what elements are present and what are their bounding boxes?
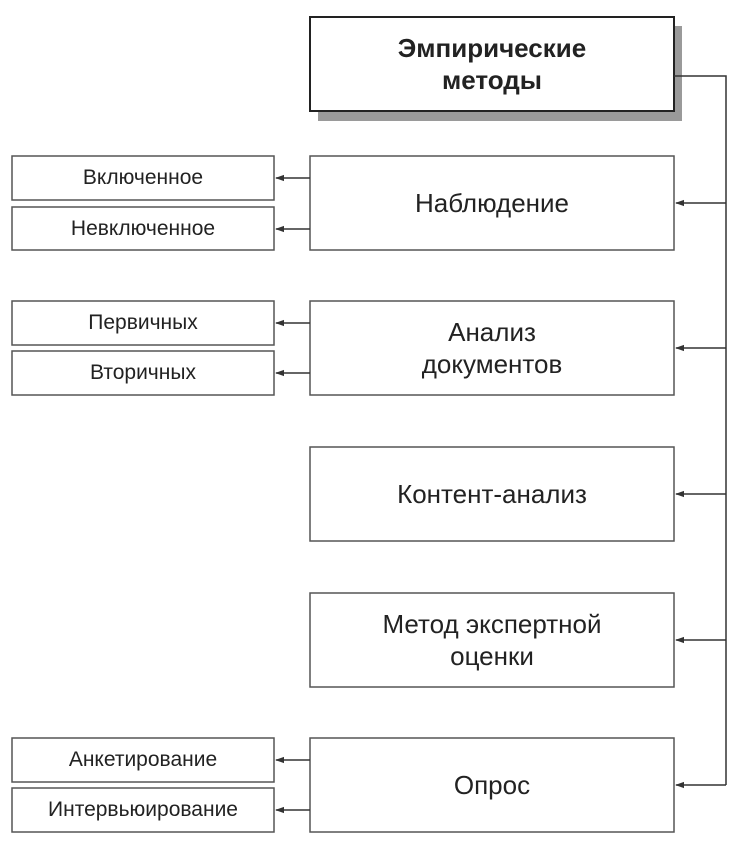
method-label-expert-evaluation: Метод экспертной оценки [382, 609, 602, 671]
sub-label-not-included: Невключенное [70, 216, 216, 240]
method-label-survey: Опрос [453, 770, 531, 800]
sub-label-included: Включенное [82, 166, 204, 189]
sub-label-secondary: Вторичных [90, 361, 196, 384]
sub-label-primary: Первичных [88, 311, 198, 334]
sub-box-interviewing [11, 787, 275, 833]
sub-label-interviewing: Интервьюирование [48, 798, 238, 821]
sub-box-secondary [11, 350, 275, 396]
method-box-content-analysis [309, 446, 675, 542]
method-label-content-analysis: Контент-анализ [397, 479, 587, 509]
root-label: Эмпирические методы [397, 33, 587, 95]
root-box [309, 16, 675, 112]
method-box-survey [309, 737, 675, 833]
sub-label-questionnaire: Анкетирование [68, 748, 218, 771]
sub-box-questionnaire [11, 737, 275, 783]
method-box-expert-evaluation [309, 592, 675, 688]
root-connector [674, 75, 727, 785]
method-label-document-analysis: Анализ документов [421, 317, 563, 379]
method-box-document-analysis [309, 300, 675, 396]
method-label-observation: Наблюдение [414, 188, 570, 218]
sub-box-primary [11, 300, 275, 346]
sub-box-included [11, 155, 275, 201]
method-box-observation [309, 155, 675, 251]
sub-box-not-included [11, 206, 275, 251]
